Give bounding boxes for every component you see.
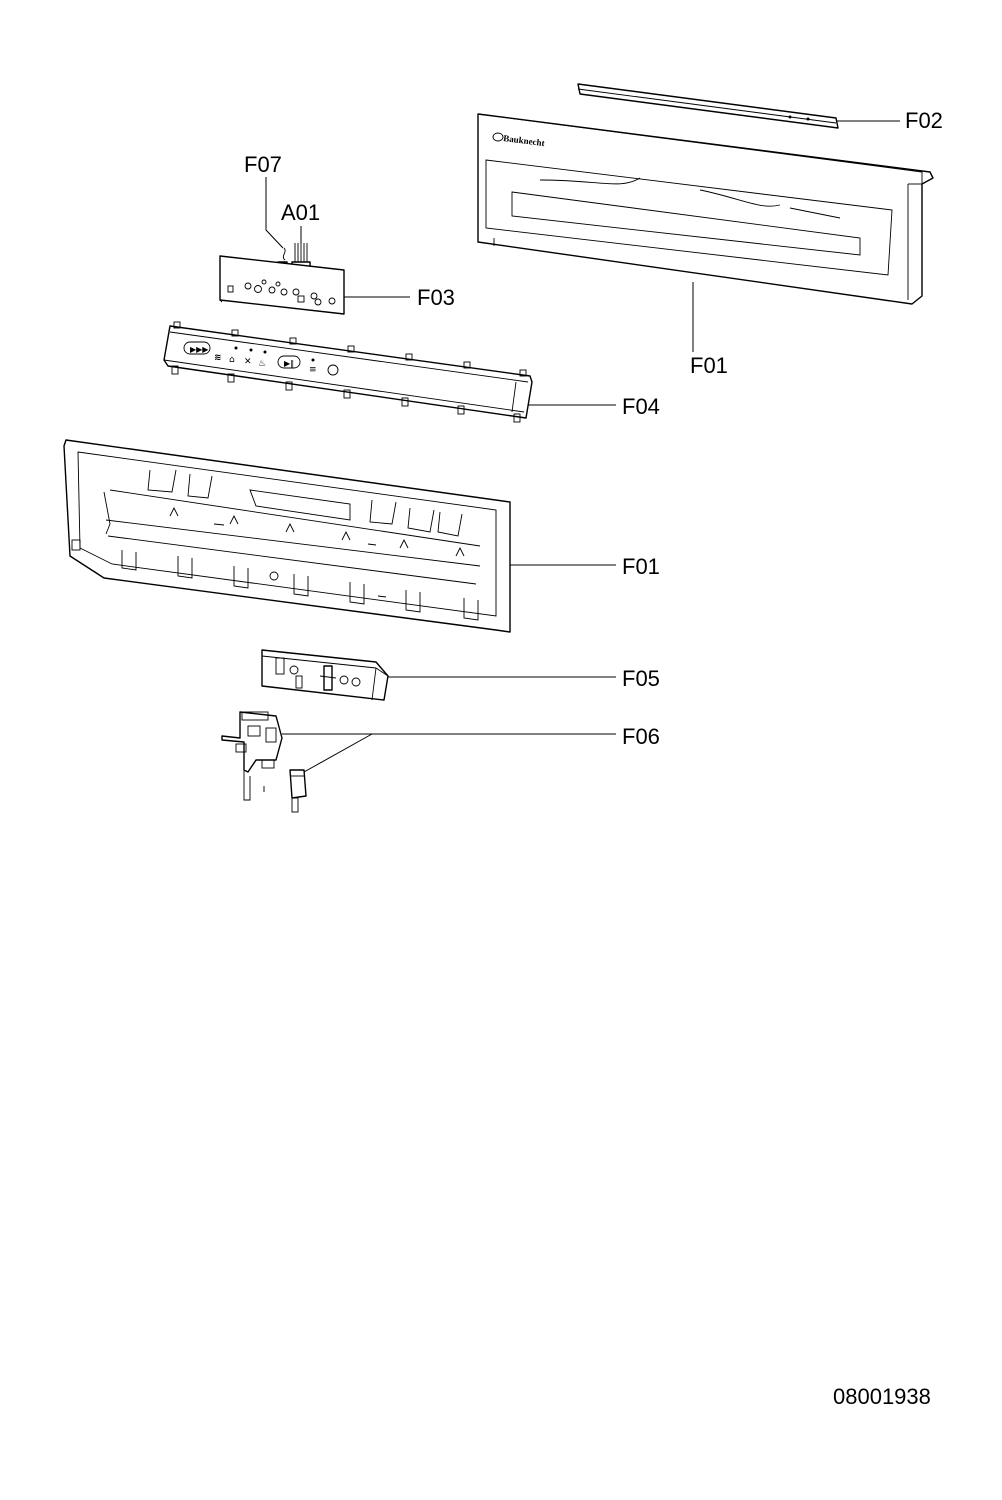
part-f05-latch-housing (261, 649, 389, 701)
label-f03: F03 (417, 285, 455, 310)
label-f06: F06 (622, 724, 660, 749)
label-f01-top: F01 (690, 353, 728, 378)
label-f01-mid: F01 (622, 554, 660, 579)
leader-f07 (265, 177, 284, 249)
svg-text:✕: ✕ (244, 357, 252, 367)
svg-text:≡: ≡ (309, 365, 317, 375)
part-f02-strip (577, 83, 839, 129)
label-a01: A01 (281, 200, 320, 225)
label-f05: F05 (622, 666, 660, 691)
svg-text:▶▶▶: ▶▶▶ (190, 345, 209, 354)
part-f03-circuit-board (219, 255, 345, 315)
part-f01-inner-housing (63, 439, 511, 633)
part-f01-front-panel (477, 113, 934, 305)
svg-text:▶‖: ▶‖ (284, 359, 294, 368)
leader-f06-plunger (303, 733, 373, 773)
drawing-number: 08001938 (833, 1384, 931, 1409)
part-f06-door-lock (221, 711, 283, 801)
label-f07: F07 (244, 152, 282, 177)
svg-text:♨: ♨ (258, 359, 266, 369)
label-f02: F02 (905, 108, 943, 133)
part-f06-plunger (289, 769, 307, 813)
label-f04: F04 (622, 394, 660, 419)
part-f04-control-fascia: ▶▶▶ ≋ ⌂ ✕ ♨ ▶‖ ≡ (163, 321, 533, 423)
svg-text:⌂: ⌂ (229, 355, 235, 365)
svg-text:≋: ≋ (214, 353, 222, 363)
